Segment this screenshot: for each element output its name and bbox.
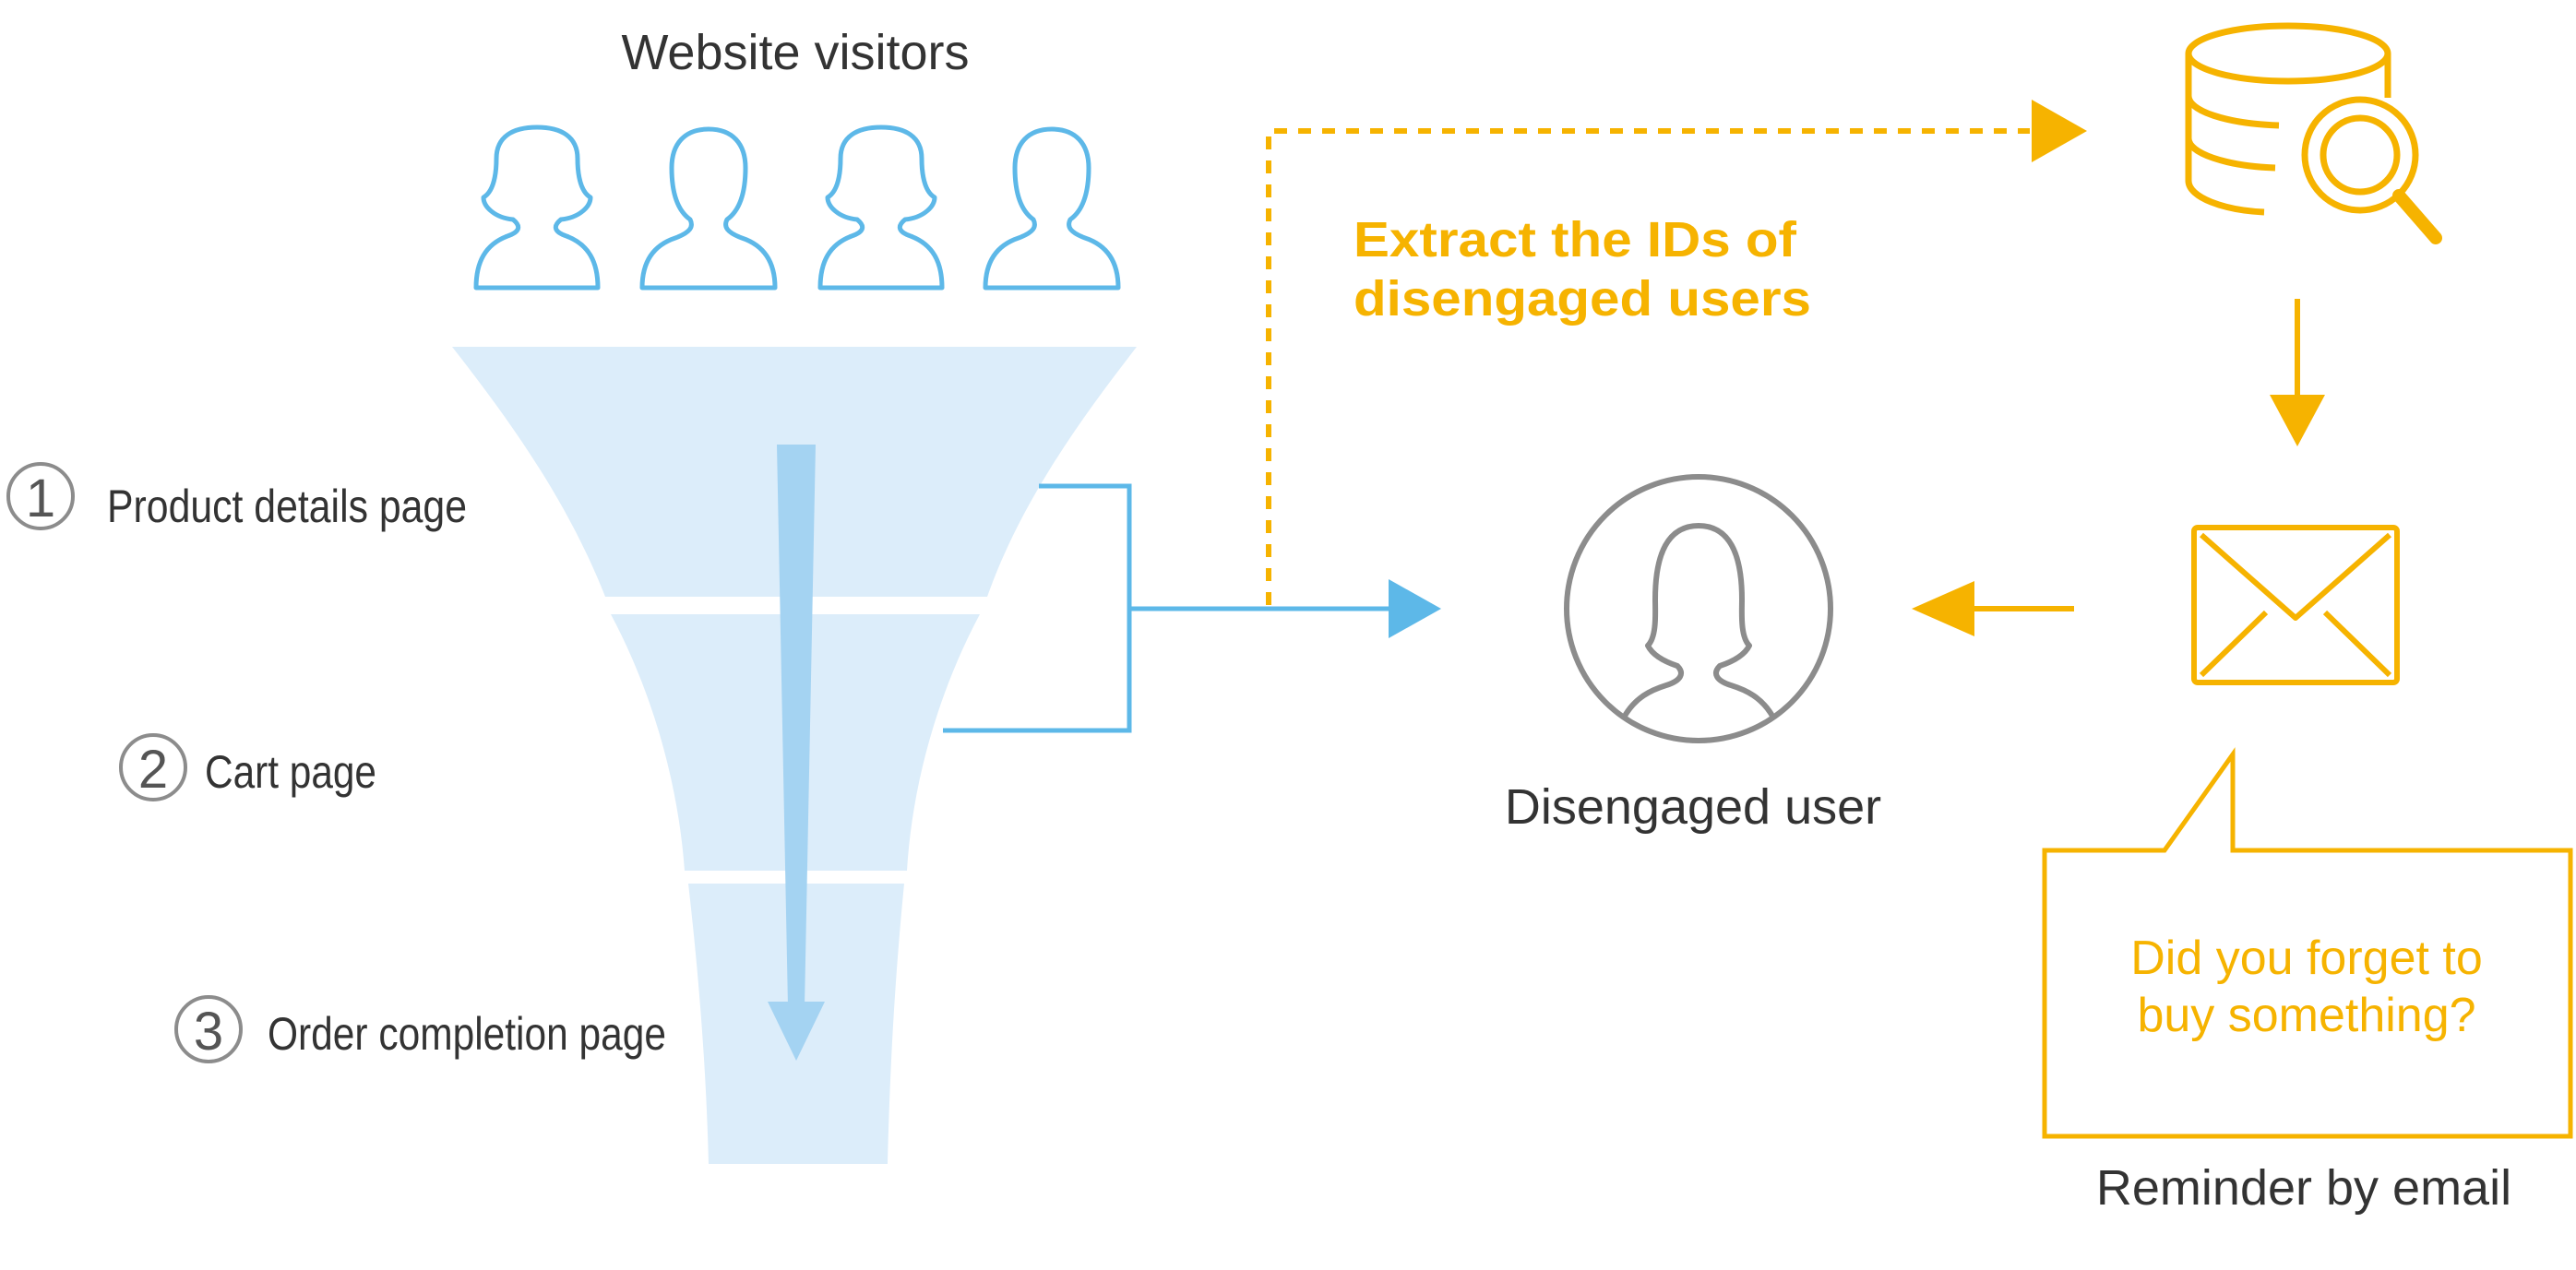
step-number-badge: 2 — [119, 733, 187, 801]
envelope-icon — [2191, 525, 2400, 685]
male-user-icon — [983, 126, 1121, 291]
step-3: 3 Order completion page — [174, 995, 666, 1063]
dropoff-connector — [943, 483, 1398, 733]
step-number-badge: 3 — [174, 995, 243, 1063]
step-1: 1 Product details page — [6, 462, 467, 532]
funnel-flow-arrow — [768, 445, 825, 1061]
bubble-text-line1: Did you forget to — [2130, 932, 2483, 985]
bubble-text-line2: buy something? — [2137, 989, 2475, 1042]
email-to-user-arrow — [1912, 581, 2074, 636]
user-circle-icon — [1564, 474, 1833, 743]
reminder-caption: Reminder by email — [2096, 1160, 2511, 1216]
extract-arrow-head — [2032, 100, 2087, 162]
male-user-icon — [639, 126, 778, 291]
extract-label-line2: disengaged users — [1354, 271, 1811, 326]
step-2: 2 Cart page — [119, 733, 376, 801]
dropoff-arrow-head — [1389, 579, 1441, 638]
female-user-icon — [473, 125, 601, 291]
reminder-speech-bubble — [2042, 747, 2573, 1139]
step-label: Cart page — [205, 746, 376, 798]
disengaged-user-label: Disengaged user — [1505, 779, 1881, 835]
svg-text:2: 2 — [138, 740, 168, 800]
female-user-icon — [817, 125, 945, 291]
database-search-icon — [2185, 22, 2442, 244]
extract-path — [1266, 128, 2030, 605]
step-label: Product details page — [107, 481, 467, 532]
db-to-email-arrow — [2270, 299, 2325, 446]
svg-text:1: 1 — [26, 469, 55, 528]
extract-label-line1: Extract the IDs of — [1354, 212, 1797, 267]
visitors-title: Website visitors — [621, 25, 969, 80]
step-label: Order completion page — [268, 1008, 666, 1060]
step-number-badge: 1 — [6, 462, 75, 530]
svg-text:3: 3 — [194, 1002, 223, 1062]
visitors-group — [473, 125, 1121, 291]
